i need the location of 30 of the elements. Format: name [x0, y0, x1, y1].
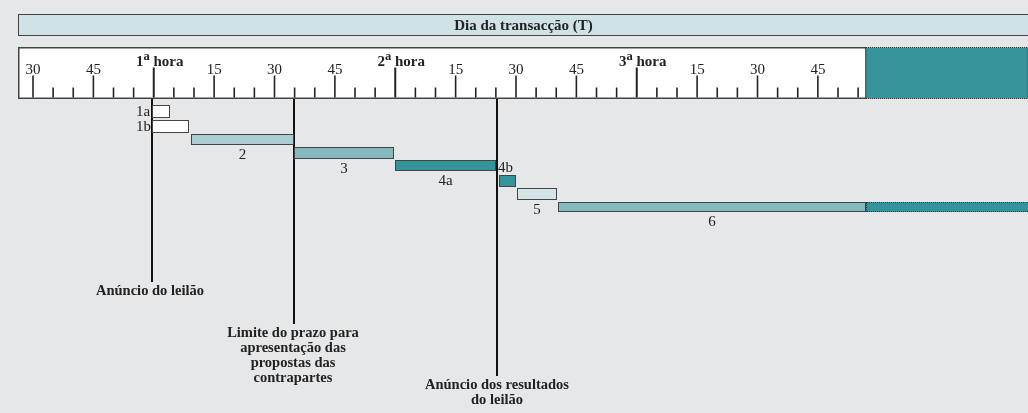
tick-label: 15 [689, 61, 705, 77]
bar-label: 2 [238, 147, 247, 162]
annotation-text: Anúncio dos resultados do leilão [424, 377, 570, 407]
timescale-drawing [18, 47, 1028, 99]
bar-label: 1a [136, 104, 151, 119]
bar-label: 5 [533, 202, 541, 217]
annotation-text: Anúncio do leilão [95, 283, 205, 298]
tick-label: 45 [327, 61, 343, 77]
leader-line [496, 98, 498, 377]
bar-label: 1b [136, 119, 151, 134]
bar-label: 4b [498, 160, 513, 175]
tick-label: 15 [206, 61, 222, 77]
annotation-text: Limite do prazo para apresentação das propostas das contrapartes [226, 325, 360, 385]
tick-label: 15 [448, 61, 464, 77]
tick-label: 45 [568, 61, 584, 77]
tick-label: 45 [85, 61, 101, 77]
title-banner: Dia da transacção (T) [18, 14, 1028, 36]
leader-line [293, 98, 295, 325]
leader-line [151, 98, 153, 283]
tick-label: 30 [267, 61, 282, 77]
tick-label: 30 [750, 61, 765, 77]
hour-label: 1$^{a}$ hora [136, 48, 184, 69]
bar-label: 3 [340, 161, 348, 176]
tick-label: 45 [810, 61, 826, 77]
tick-label: 30 [25, 61, 41, 77]
hour-label: 3$^{a}$ hora [619, 48, 667, 69]
hour-label: 2$^{a}$ hora [377, 48, 425, 69]
bar-label: 4a [438, 173, 453, 188]
bar-label: 6 [708, 214, 716, 229]
tick-label: 30 [508, 61, 524, 77]
